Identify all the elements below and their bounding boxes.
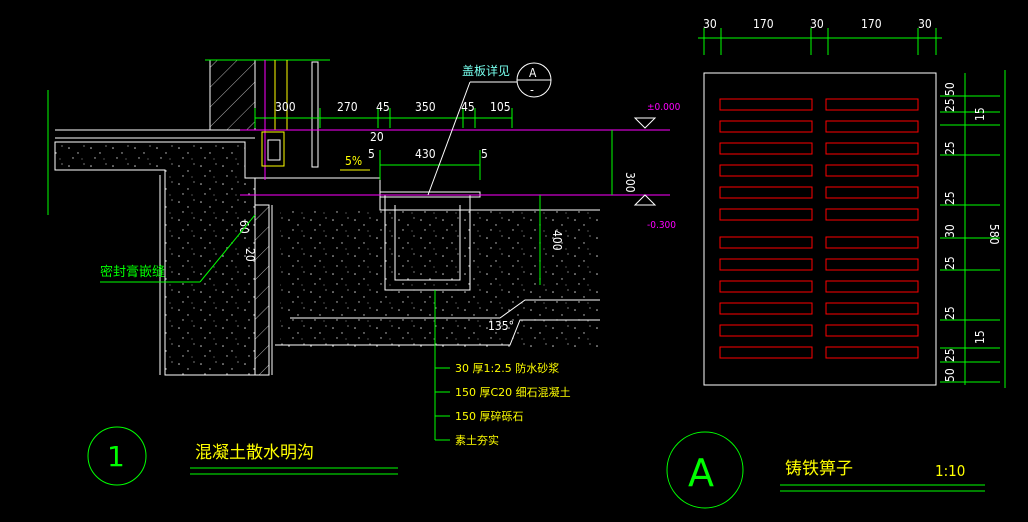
dim-400-vert: 400 xyxy=(550,230,564,251)
dim-350: 350 xyxy=(415,100,436,114)
angle-label: 135° xyxy=(488,319,514,333)
grate-right-dims: 50 25 15 25 25 30 25 25 15 25 50 xyxy=(940,82,1000,383)
grate-slot xyxy=(719,208,813,221)
wall-upper-hatch xyxy=(209,59,256,131)
grate-slot xyxy=(719,164,813,177)
grate-right-dim: 15 xyxy=(973,107,987,121)
grate-right-dim: 25 xyxy=(943,256,957,270)
grate-slot xyxy=(825,208,919,221)
grate-dim-5: 30 xyxy=(918,17,932,31)
grate-letter-circle xyxy=(666,431,744,509)
grate-slot xyxy=(719,186,813,199)
grate-right-dim: 25 xyxy=(943,191,957,205)
grate-right-dim: 50 xyxy=(943,82,957,96)
dim-300: 300 xyxy=(275,100,296,114)
grate-right-dim: 15 xyxy=(973,330,987,344)
grate-slot xyxy=(825,302,919,315)
grate-right-dim: 25 xyxy=(943,141,957,155)
dim-20-top: 20 xyxy=(370,130,384,144)
grate-total: 580 xyxy=(987,224,1001,245)
section-number-circle xyxy=(87,426,147,486)
grate-slot xyxy=(719,142,813,155)
grate-slot xyxy=(825,186,919,199)
layer-2: 150 厚C20 细石混凝土 xyxy=(455,385,571,399)
grate-outline xyxy=(703,72,937,386)
grate-slot xyxy=(719,346,813,359)
grate-letter: A xyxy=(688,451,714,495)
grate-right-dim: 30 xyxy=(943,224,957,238)
section-detail: 300 270 45 350 45 105 20 5 430 5 5% 盖板详见… xyxy=(47,59,681,486)
dim-300-vert: 300 xyxy=(623,172,637,193)
seal-label: 密封膏嵌缝 xyxy=(100,264,165,280)
dim-45a: 45 xyxy=(376,100,390,114)
layer-3: 150 厚碎砾石 xyxy=(455,409,524,423)
dim-105: 105 xyxy=(490,100,511,114)
grate-plan: 30 170 30 170 30 580 50 25 15 25 25 30 25 25 15 2… xyxy=(666,17,1006,509)
grate-slot xyxy=(825,258,919,271)
grate-slot xyxy=(825,120,919,133)
section-number: 1 xyxy=(107,440,125,473)
dim-5-right: 5 xyxy=(481,147,488,161)
grate-slot xyxy=(719,98,813,111)
section-title: 混凝土散水明沟 xyxy=(195,443,314,463)
dim-20-side: 20 xyxy=(243,248,257,262)
layer-4: 素土夯实 xyxy=(455,433,499,447)
grate-slot xyxy=(825,236,919,249)
cover-note: 盖板详见 xyxy=(462,63,510,78)
dim-45b: 45 xyxy=(461,100,475,114)
dim-270: 270 xyxy=(337,100,358,114)
grate-slot xyxy=(825,346,919,359)
slope-label: 5% xyxy=(345,154,362,168)
dim-430: 430 xyxy=(415,147,436,161)
grate-slot xyxy=(825,324,919,337)
grate-dim-3: 30 xyxy=(810,17,824,31)
grate-dim-1: 30 xyxy=(703,17,717,31)
grate-slot xyxy=(825,98,919,111)
layer-1: 30 厚1:2.5 防水砂浆 xyxy=(455,361,559,375)
grate-right-dim: 25 xyxy=(943,306,957,320)
grate-right-dim: 25 xyxy=(943,98,957,112)
grate-slot xyxy=(719,324,813,337)
grate-slots xyxy=(719,98,919,359)
level-bottom: -0.300 xyxy=(647,220,676,231)
grate-scale: 1:10 xyxy=(935,462,965,480)
dim-5-left: 5 xyxy=(368,147,375,161)
ref-letter: A xyxy=(529,66,537,80)
grate-slot xyxy=(719,236,813,249)
grate-slot xyxy=(825,142,919,155)
grate-title: 铸铁箅子 xyxy=(785,459,853,479)
grate-slot xyxy=(719,258,813,271)
grate-slot xyxy=(719,120,813,133)
grate-dim-4: 170 xyxy=(861,17,882,31)
grate-slot xyxy=(719,280,813,293)
grate-slot xyxy=(719,302,813,315)
grate-slot xyxy=(825,280,919,293)
level-top: ±0.000 xyxy=(647,102,681,113)
grate-right-dim: 50 xyxy=(943,368,957,382)
grate-right-dim: 25 xyxy=(943,348,957,362)
grate-slot xyxy=(825,164,919,177)
grate-dim-2: 170 xyxy=(753,17,774,31)
ref-sub: - xyxy=(530,83,534,97)
